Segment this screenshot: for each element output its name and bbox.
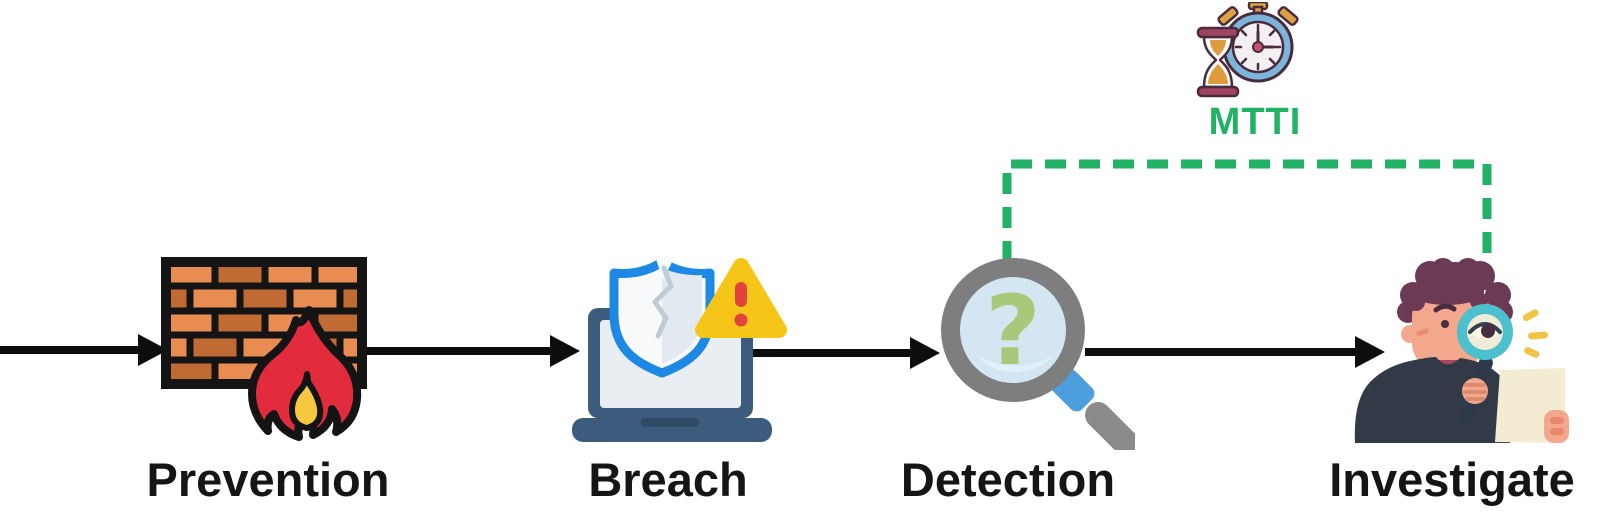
blush-mark — [1416, 328, 1429, 337]
warning-triangle-icon — [695, 258, 787, 338]
stage-label-breach: Breach — [588, 453, 748, 506]
stage-label-prevention: Prevention — [146, 453, 390, 506]
firewall-fire-icon — [160, 256, 470, 453]
stopwatch-icon — [1217, 0, 1299, 83]
magnifier-lens — [960, 277, 1066, 383]
sparkle-marks — [1522, 309, 1549, 358]
eyebrow — [1433, 303, 1457, 313]
mtti-label: MTTI — [1208, 101, 1302, 143]
eye — [1441, 320, 1449, 328]
flow-arrow-3 — [752, 337, 940, 369]
flow-arrow-2 — [362, 335, 580, 367]
broken-shield-icon — [609, 256, 715, 378]
magnifying-glass-question-icon: ? — [935, 254, 1143, 460]
analyst-reading-report-icon — [1348, 250, 1583, 455]
flow-arrow-1 — [0, 334, 168, 366]
question-mark: ? — [985, 275, 1041, 387]
mtti-span-bracket — [1002, 159, 1492, 262]
laptop-base — [572, 418, 772, 442]
stopwatch-hourglass-icon — [1190, 0, 1306, 105]
handheld-magnifier-icon — [1457, 304, 1513, 425]
flow-arrow-4 — [1085, 336, 1385, 368]
flame-icon — [248, 306, 362, 441]
hand-on-paper — [1544, 410, 1569, 443]
stage-label-investigate: Investigate — [1329, 453, 1575, 506]
hourglass-icon — [1196, 26, 1240, 98]
arm — [1428, 364, 1466, 404]
laptop-broken-shield-warning-icon — [563, 252, 791, 452]
stage-label-detection: Detection — [900, 453, 1116, 506]
